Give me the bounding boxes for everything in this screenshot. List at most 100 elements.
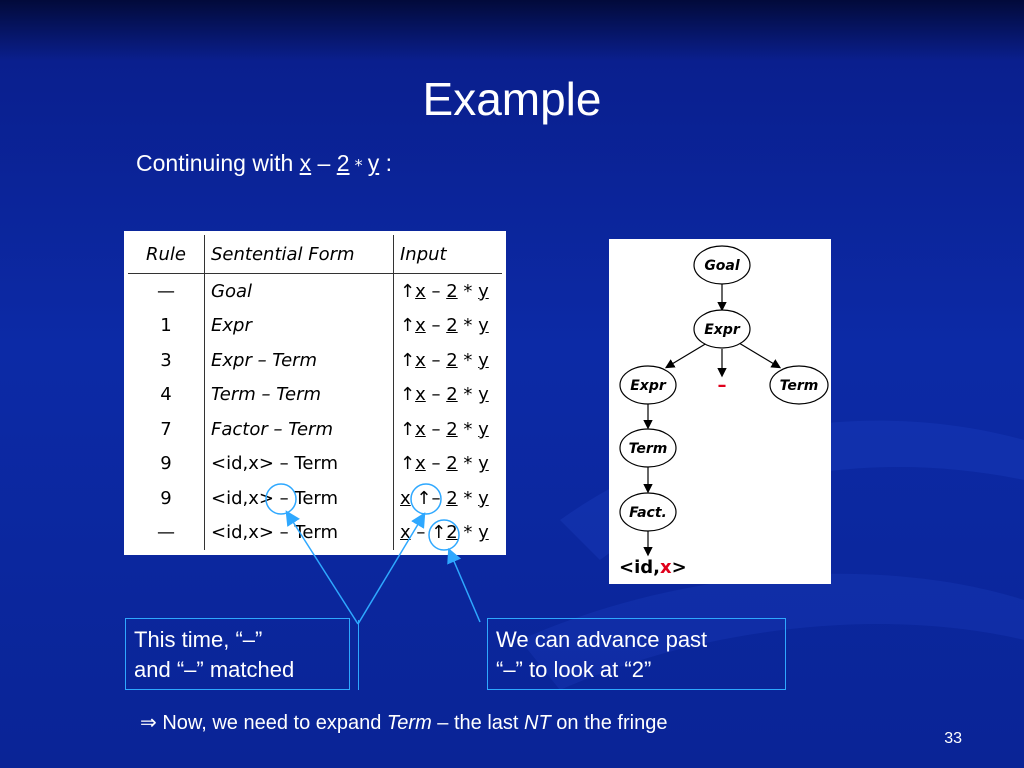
subtitle-star: *	[349, 155, 368, 175]
input-token: –	[425, 280, 447, 302]
input-token: y	[478, 418, 489, 440]
subtitle-minus: –	[311, 150, 337, 176]
cell-sentential-form: Expr	[204, 308, 394, 343]
input-token: ↑	[400, 418, 416, 440]
footer-note: ⇒ Now, we need to expand Term – the last…	[140, 710, 667, 735]
input-token: *	[457, 349, 479, 371]
input-token: ↑	[400, 280, 416, 302]
callout-matched-line2: and “–” matched	[134, 657, 295, 682]
input-token: *	[457, 384, 479, 406]
input-token: ↑–	[410, 487, 447, 509]
node-term2	[619, 428, 677, 468]
subtitle-two: 2	[336, 150, 350, 176]
cell-input: ↑x – 2 * y	[394, 447, 503, 482]
input-token: x	[415, 384, 426, 406]
parse-table-panel: Rule Sentential Form Input —Goal↑x – 2 *…	[124, 231, 506, 555]
cell-rule: 4	[128, 377, 205, 412]
node-goal	[693, 245, 751, 285]
input-token: y	[478, 487, 489, 509]
input-token: 2	[446, 315, 458, 337]
node-expr-label: Expr	[704, 322, 741, 338]
input-token: x	[415, 315, 426, 337]
note-text-c: on the fringe	[550, 712, 668, 734]
input-token: 2	[446, 384, 458, 406]
input-token: *	[457, 418, 479, 440]
parse-tree: Goal Expr Expr – Term Term Fact. <id,x>	[619, 245, 829, 578]
input-token: *	[457, 280, 479, 302]
cell-input: x ↑– 2 * y	[394, 481, 503, 516]
subtitle-prefix: Continuing with	[136, 150, 300, 176]
input-token: *	[457, 522, 479, 544]
input-token: x	[415, 453, 426, 475]
node-fact-label: Fact.	[629, 505, 667, 521]
input-token: y	[478, 522, 489, 544]
node-term	[769, 365, 829, 405]
input-token: ↑	[400, 453, 416, 475]
cell-sentential-form: <id,x> – Term	[204, 481, 394, 516]
input-token: *	[457, 453, 479, 475]
cell-input: ↑x – 2 * y	[394, 412, 503, 447]
cell-rule: 9	[128, 481, 205, 516]
cell-rule: 3	[128, 343, 205, 378]
cell-input: ↑x – 2 * y	[394, 343, 503, 378]
cell-rule: 7	[128, 412, 205, 447]
cell-sentential-form: <id,x> – Term	[204, 515, 394, 550]
cell-sentential-form: <id,x> – Term	[204, 446, 394, 481]
note-text-b: – the last	[431, 712, 525, 734]
cell-rule: 1	[128, 308, 205, 343]
parse-table: Rule Sentential Form Input —Goal↑x – 2 *…	[128, 235, 502, 550]
input-token: y	[478, 349, 489, 371]
leaf-x: x	[660, 557, 672, 578]
note-term: Term	[386, 712, 432, 734]
input-token: x	[415, 349, 426, 371]
node-term-label: Term	[780, 378, 819, 394]
callout-advance-line1: We can advance past	[496, 627, 708, 652]
input-token: 2	[446, 349, 458, 371]
input-token: x	[415, 280, 426, 302]
input-token: 2	[446, 453, 458, 475]
input-token: y	[478, 280, 489, 302]
cell-input: x – ↑2 * y	[394, 516, 503, 551]
input-token: 2	[446, 280, 458, 302]
input-token: y	[478, 315, 489, 337]
cell-rule: —	[128, 515, 205, 550]
input-token: – ↑	[410, 522, 447, 544]
input-token: –	[425, 315, 447, 337]
cell-sentential-form: Factor – Term	[204, 412, 394, 447]
node-term2-label: Term	[629, 441, 668, 457]
table-header-row: Rule Sentential Form Input	[128, 235, 502, 274]
cell-rule: —	[128, 273, 205, 309]
callout-bracket	[350, 620, 359, 690]
note-arrow-icon: ⇒	[140, 712, 157, 734]
input-token: x	[415, 418, 426, 440]
input-token: 2	[446, 522, 458, 544]
cell-rule: 9	[128, 446, 205, 481]
note-nt: NT	[524, 712, 551, 734]
input-token: *	[457, 315, 479, 337]
edge-expr-expr	[664, 342, 708, 369]
parse-tree-panel: Goal Expr Expr – Term Term Fact. <id,x>	[609, 239, 831, 584]
callout-matched-line1: This time, “–”	[134, 627, 263, 652]
cell-sentential-form: Expr – Term	[204, 343, 394, 378]
input-token: 2	[446, 487, 458, 509]
subtitle-suffix: :	[379, 150, 392, 176]
leaf-prefix: <id,	[619, 557, 660, 578]
input-token: y	[478, 384, 489, 406]
node-expr	[693, 309, 751, 349]
input-token: –	[425, 453, 447, 475]
node-fact	[619, 492, 677, 532]
input-token: x	[400, 487, 411, 509]
node-expr2	[619, 365, 677, 405]
input-token: 2	[446, 418, 458, 440]
header-sentential-form: Sentential Form	[204, 235, 394, 274]
callout-advance-line2: “–” to look at “2”	[496, 657, 652, 682]
header-input: Input	[393, 235, 502, 274]
slide-title: Example	[422, 73, 602, 125]
subtitle-y: y	[367, 150, 380, 176]
subtitle-x: x	[299, 150, 312, 176]
cell-input: ↑x – 2 * y	[394, 378, 503, 413]
